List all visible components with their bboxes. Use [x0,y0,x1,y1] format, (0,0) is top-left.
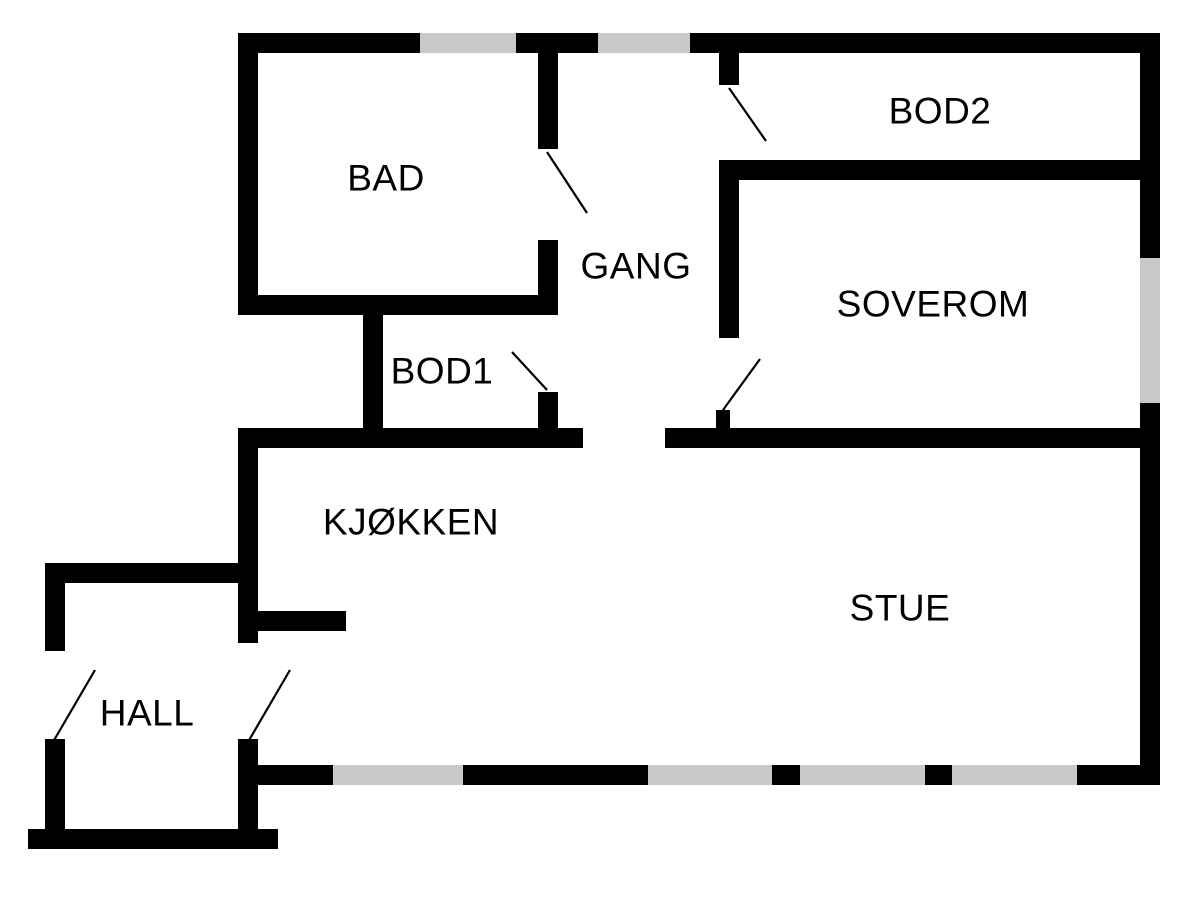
right-exterior-wall-upper [1140,33,1160,258]
room-label-hall: HALL [99,692,195,734]
window-bottom-2 [648,765,772,785]
bad-right-wall-lower [538,240,558,315]
gang-partition-vertical-wall [719,160,739,338]
bottom-exterior-wall-seg4 [925,765,952,785]
hall-left-wall-lower [45,739,65,849]
kjokken-left-wall [238,428,258,643]
bottom-exterior-wall-seg3 [772,765,800,785]
hall-bottom-wall [28,829,278,849]
window-top-left [420,33,516,53]
top-exterior-wall-left [238,33,420,53]
door-swing-hall-left [52,669,96,743]
windows-group [333,33,1160,785]
window-bottom-4 [952,765,1077,785]
bottom-exterior-wall-seg5 [1077,765,1160,785]
room-label-kjokken: KJØKKEN [322,501,500,543]
right-exterior-wall-lower [1140,403,1160,778]
walls-group [28,33,1160,849]
room-label-stue: STUE [849,587,951,629]
kjokken-counter-stub-wall [254,611,346,631]
bad-right-wall-upper [538,33,558,149]
door-swing-bad [546,151,588,214]
door-swing-bod1 [511,351,548,391]
room-label-soverom: SOVEROM [836,283,1030,325]
hall-left-wall-upper [45,563,65,651]
door-swing-bod2 [728,87,767,142]
bottom-exterior-wall-seg1 [258,765,333,785]
window-top-right [598,33,690,53]
hall-right-wall-lower [238,739,258,849]
bod2-bottom-wall [719,160,1160,180]
door-swing-soverom [722,358,761,411]
gang-bod2-stub-wall [719,33,739,85]
door-swing-hall-right [247,669,291,743]
window-bottom-1 [333,765,463,785]
top-exterior-wall-right [690,33,1160,53]
room-label-gang: GANG [580,245,692,287]
bod1-left-wall [363,295,383,447]
bad-bottom-wall [238,295,558,315]
left-exterior-wall-upper [238,33,258,315]
soverom-door-jamb [716,410,730,430]
room-label-bod1: BOD1 [390,350,494,392]
bottom-exterior-wall-seg2 [463,765,648,785]
room-label-bod2: BOD2 [888,90,992,132]
window-right-side [1140,258,1160,403]
soverom-bottom-wall [665,428,1160,448]
hall-top-wall [45,563,258,583]
door-swings-group [52,87,767,743]
window-bottom-3 [800,765,925,785]
room-label-bad: BAD [347,157,425,199]
kjokken-top-wall [238,428,583,448]
